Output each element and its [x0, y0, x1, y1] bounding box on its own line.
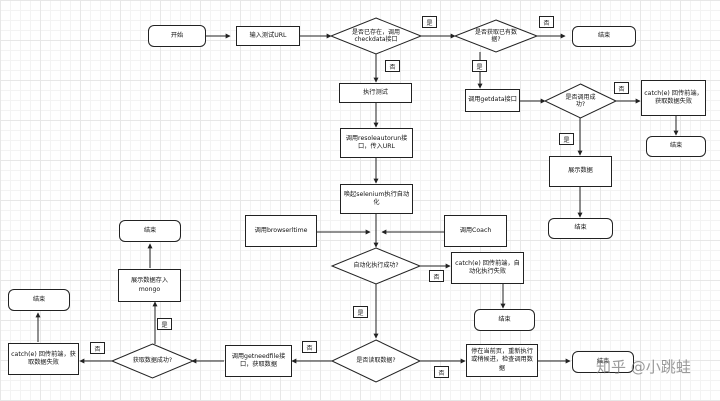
- catch-fetch-node: catch(e) 回传前端，获取数据失败: [8, 343, 79, 375]
- call-success-label: 是否调用成功?: [565, 93, 596, 109]
- end-auto-fail-node: 结束: [474, 309, 535, 331]
- show-data-right-node: 展示数据: [549, 156, 612, 187]
- end-bottom-right-node: 结束: [572, 351, 634, 373]
- input-url-node: 输入测试URL: [236, 26, 300, 46]
- call-getdata-node: 调用getdata接口: [465, 89, 520, 112]
- zhihu-watermark: 知乎 @小跳蛙: [596, 358, 691, 376]
- end-top-right-node: 结束: [572, 26, 636, 47]
- label-yes-auto: 是: [353, 306, 368, 318]
- call-browserltime-node: 调用browserltime: [245, 215, 317, 247]
- end-store-node: 结束: [119, 220, 181, 242]
- label-yes-exists: 是: [422, 16, 437, 28]
- has-data-decision: 是否获取已有数据?: [453, 19, 539, 53]
- call-getneedfile-node: 调用getneedfile接口，获取数据: [225, 345, 292, 377]
- label-no-fetch: 否: [90, 342, 105, 354]
- label-no-exists: 否: [385, 60, 400, 72]
- end-show-right-node: 结束: [548, 218, 613, 239]
- read-ok-label: 是否读取数据?: [356, 357, 396, 365]
- catch-auto-node: catch(e) 回传前端，自动化执行失败: [451, 252, 524, 284]
- end-catch-top-node: 结束: [646, 136, 706, 157]
- init-selenium-node: 唤起selenium执行自动化: [340, 184, 413, 214]
- label-yes-callsuccess: 是: [559, 133, 574, 145]
- read-ok-decision: 是否读取数据?: [330, 339, 422, 383]
- label-no-auto: 否: [429, 270, 444, 282]
- end-left-node: 结束: [8, 289, 70, 311]
- label-no-read: 否: [434, 366, 449, 378]
- exists-check-decision: 是否已存在，调用checkdata接口: [329, 17, 423, 55]
- label-no-getneedfile: 否: [302, 341, 317, 353]
- exists-check-label: 是否已存在，调用checkdata接口: [351, 28, 400, 44]
- label-no-hasdata: 否: [539, 16, 554, 28]
- label-yes-fetch: 是: [157, 318, 172, 330]
- show-store-mongo-node: 展示数据存入mongo: [118, 269, 181, 302]
- call-resoleautorun-node: 调用resoleautorun接口，传入URL: [340, 128, 413, 158]
- auto-success-label: 自动化执行成功?: [353, 262, 399, 270]
- catch-top-node: catch(e) 回传前端，获取数据失败: [641, 80, 706, 116]
- call-coach-node: 调用Coach: [444, 215, 507, 247]
- start-node: 开始: [148, 25, 206, 47]
- label-no-callsuccess: 否: [614, 82, 629, 94]
- fetch-success-label: 获取数据成功?: [132, 357, 173, 365]
- has-data-label: 是否获取已有数据?: [474, 28, 517, 44]
- call-success-decision: 是否调用成功?: [543, 83, 618, 119]
- run-test-node: 执行测试: [339, 83, 412, 103]
- label-yes-hasdata: 是: [472, 60, 487, 72]
- fetch-success-decision: 获取数据成功?: [110, 343, 195, 379]
- stay-page-node: 停在当前页，重新执行或稍候进，检查调用数据: [466, 344, 538, 377]
- auto-success-decision: 自动化执行成功?: [330, 247, 422, 285]
